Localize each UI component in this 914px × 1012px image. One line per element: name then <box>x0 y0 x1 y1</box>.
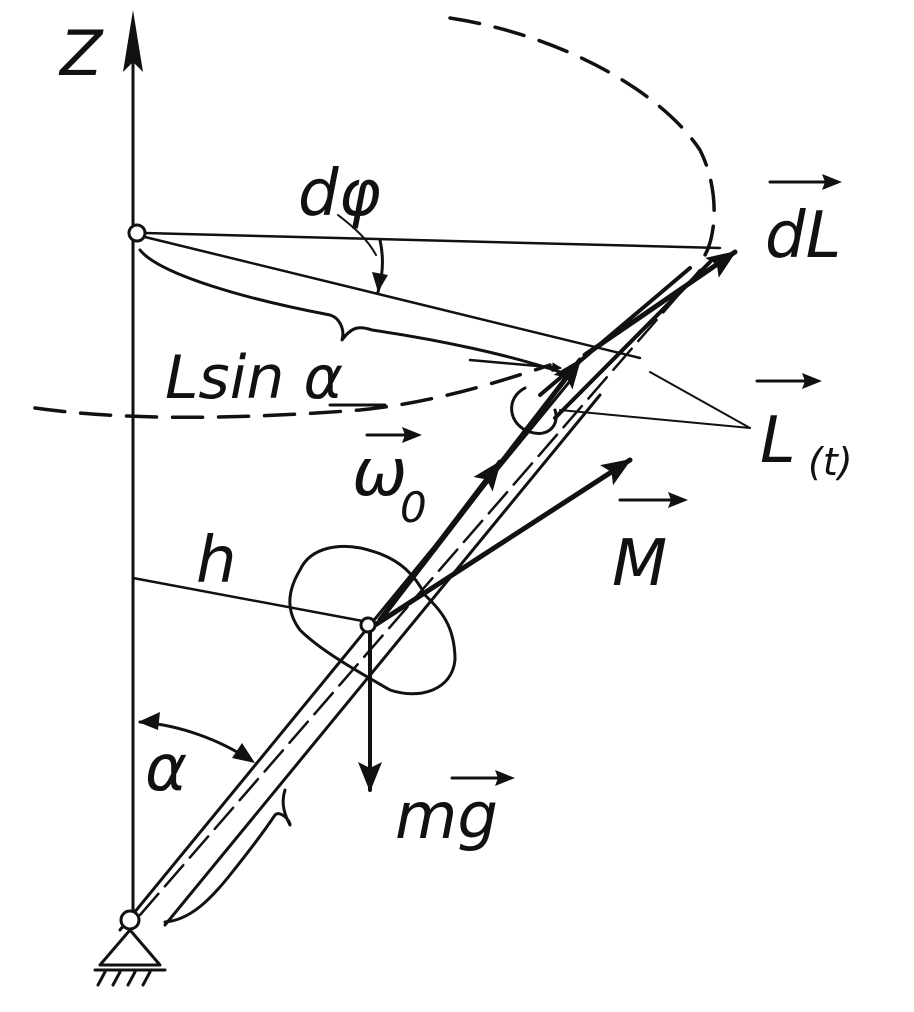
h-line <box>131 576 370 624</box>
rotor-body <box>288 544 457 696</box>
L-t-subscript: (t) <box>808 440 853 484</box>
L-t-label: L <box>760 404 796 478</box>
L-t-pointer-2 <box>559 409 751 429</box>
pivot-top <box>127 223 147 243</box>
z-axis-arrowhead <box>123 10 143 72</box>
z-axis-label: Z <box>58 17 104 90</box>
h-label: h <box>196 524 237 598</box>
alpha-arrowhead-left <box>138 712 160 730</box>
L-t-overbar <box>755 373 822 389</box>
spin-axis-centerline <box>138 268 702 917</box>
omega-subscript: 0 <box>400 483 427 532</box>
omega-overbar <box>365 427 422 443</box>
horizontal-radius-line <box>143 231 722 250</box>
L-sin-alpha-label: Lsin α <box>165 343 343 413</box>
L-sin-alpha-brace <box>138 248 562 374</box>
d-phi-label: dφ <box>298 157 381 231</box>
alpha-label: α <box>145 732 187 806</box>
L-t-pointer-1 <box>649 371 751 429</box>
omega-vector <box>377 459 503 623</box>
dL-vector <box>582 249 738 358</box>
M-overbar <box>618 492 688 508</box>
L-sin-alpha-arrow <box>468 358 562 373</box>
M-vector <box>372 457 633 628</box>
omega-label: ω <box>352 434 407 511</box>
alpha-arrowhead-right <box>232 743 255 763</box>
precession-circle-top <box>448 16 716 257</box>
pivot-base <box>119 909 141 931</box>
radius-to-L-line <box>143 235 642 360</box>
d-phi-arrowhead <box>372 272 388 292</box>
base-support <box>93 928 167 987</box>
center-of-mass <box>359 616 377 634</box>
spin-curl <box>510 386 558 435</box>
d-phi-pointer <box>337 214 377 256</box>
precession-path-dashed <box>33 363 552 420</box>
mg-label: mg <box>395 780 498 854</box>
mg-overbar <box>450 770 515 786</box>
lower-rod-brace <box>163 788 292 924</box>
dL-label: dL <box>765 199 841 273</box>
M-label: M <box>612 527 667 601</box>
dL-overbar <box>768 174 842 190</box>
